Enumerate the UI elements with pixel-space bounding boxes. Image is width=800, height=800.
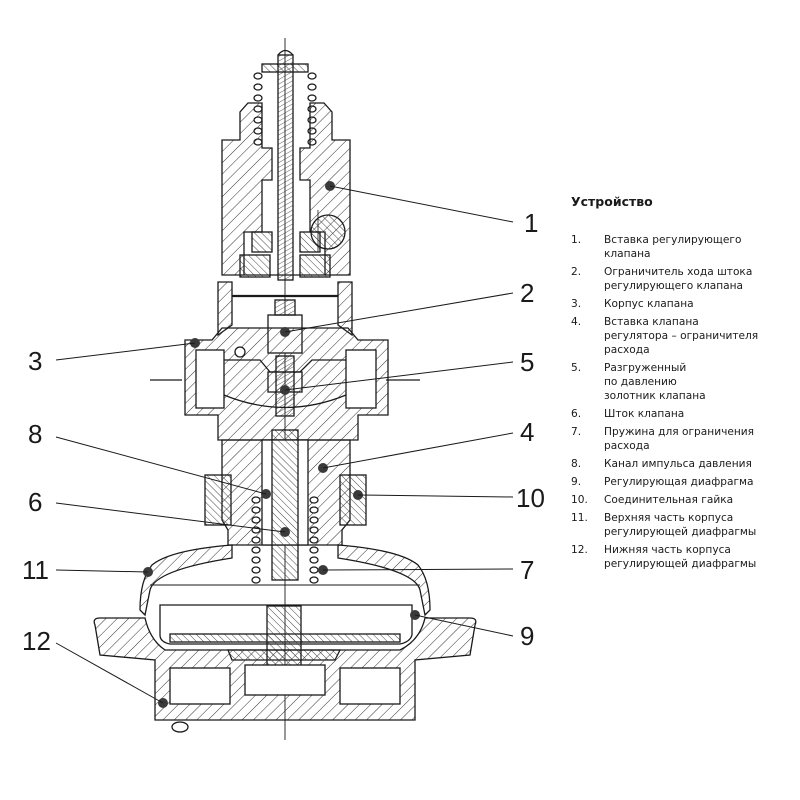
spring-coil (251, 546, 261, 554)
callout-8: 8 (28, 419, 42, 449)
legend-list: 1. Вставка регулирующего клапана 2. Огранич… (571, 233, 786, 571)
legend-item-number: 2. (571, 266, 582, 278)
spring-coil (309, 546, 319, 554)
callout-4: 4 (520, 417, 534, 447)
legend-item-text: Вставка регулирующего клапана (604, 234, 742, 260)
regulating-diaphragm (159, 604, 413, 645)
spring-coil (309, 576, 319, 584)
legend-item-number: 6. (571, 408, 582, 420)
callout-5: 5 (520, 347, 534, 377)
callout-12: 12 (22, 626, 51, 656)
legend-item: 12. Нижняя часть корпуса регулирующей диа… (571, 543, 786, 571)
callout-2: 2 (520, 278, 534, 308)
union-nut-right (339, 474, 367, 526)
spring-coil (253, 72, 263, 80)
spring-coil (251, 536, 261, 544)
spring-coil (309, 516, 319, 524)
legend-item-number: 5. (571, 362, 582, 374)
legend-item: 3. Корпус клапана (571, 297, 786, 311)
legend-item-text: Нижняя часть корпуса регулирующей диафра… (604, 544, 757, 570)
callout-numbers: 1 2 3 5 8 4 6 10 11 7 12 9 (22, 208, 545, 656)
legend-item-text: Корпус клапана (604, 298, 694, 310)
legend-item-text: Ограничитель хода штока регулирующего кл… (604, 266, 753, 292)
legend-item-text: Вставка клапана регулятора – ограничител… (604, 316, 759, 356)
callout-10: 10 (516, 483, 545, 513)
legend: Устройство 1. Вставка регулирующего клапа… (571, 194, 786, 575)
legend-item: 6. Шток клапана (571, 407, 786, 421)
callout-9: 9 (520, 621, 534, 651)
legend-item-number: 4. (571, 316, 582, 328)
spring-coil (253, 83, 263, 91)
valve-stem (271, 429, 299, 581)
spring-coil (309, 556, 319, 564)
legend-item: 10. Соединительная гайка (571, 493, 786, 507)
legend-item-text: Регулирующая диафрагма (604, 476, 754, 488)
legend-item-text: Верхняя часть корпуса регулирующей диафр… (604, 512, 757, 538)
spring-coil (309, 526, 319, 534)
spring-coil (251, 576, 261, 584)
legend-item-text: Пружина для ограничения расхода (604, 426, 755, 452)
callout-3: 3 (28, 346, 42, 376)
legend-item-text: Соединительная гайка (604, 494, 734, 506)
legend-item: 7. Пружина для ограничения расхода (571, 425, 786, 453)
spring-coil (251, 516, 261, 524)
spring-coil (309, 496, 319, 504)
spring-coil (307, 94, 317, 102)
spring-coil (251, 556, 261, 564)
legend-item-text: Канал импульса давления (604, 458, 752, 470)
legend-item-number: 11. (571, 512, 588, 524)
legend-item: 2. Ограничитель хода штока регулирующего … (571, 265, 786, 293)
callout-11: 11 (22, 555, 49, 585)
spring-coil (309, 506, 319, 514)
legend-item: 8. Канал импульса давления (571, 457, 786, 471)
spring-coil (307, 72, 317, 80)
legend-item-text: Разгруженный по давлению золотник клапан… (604, 362, 706, 402)
spring-coil (251, 506, 261, 514)
spring-coil (253, 94, 263, 102)
union-nut-left (204, 474, 232, 526)
spring-coil (309, 536, 319, 544)
legend-title: Устройство (571, 194, 653, 209)
legend-item-number: 3. (571, 298, 582, 310)
legend-item-number: 9. (571, 476, 582, 488)
callout-1: 1 (524, 208, 538, 238)
legend-item-number: 1. (571, 234, 582, 246)
spring-coil (251, 566, 261, 574)
upper-diaphragm-housing (139, 544, 233, 617)
legend-item: 11. Верхняя часть корпуса регулирующей ди… (571, 511, 786, 539)
spring-coil (307, 83, 317, 91)
legend-item-number: 7. (571, 426, 582, 438)
legend-item: 9. Регулирующая диафрагма (571, 475, 786, 489)
spring-coil (309, 566, 319, 574)
leader-lines (55, 185, 514, 704)
top-stem (277, 54, 294, 281)
callout-7: 7 (520, 555, 534, 585)
legend-item: 4. Вставка клапана регулятора – ограничит… (571, 315, 786, 357)
legend-item-text: Шток клапана (604, 408, 685, 420)
legend-item-number: 12. (571, 544, 588, 556)
legend-item-number: 10. (571, 494, 588, 506)
legend-item: 5. Разгруженный по давлению золотник клап… (571, 361, 786, 403)
callout-6: 6 (28, 487, 42, 517)
legend-item-number: 8. (571, 458, 582, 470)
legend-item: 1. Вставка регулирующего клапана (571, 233, 786, 261)
spring-coil (251, 496, 261, 504)
